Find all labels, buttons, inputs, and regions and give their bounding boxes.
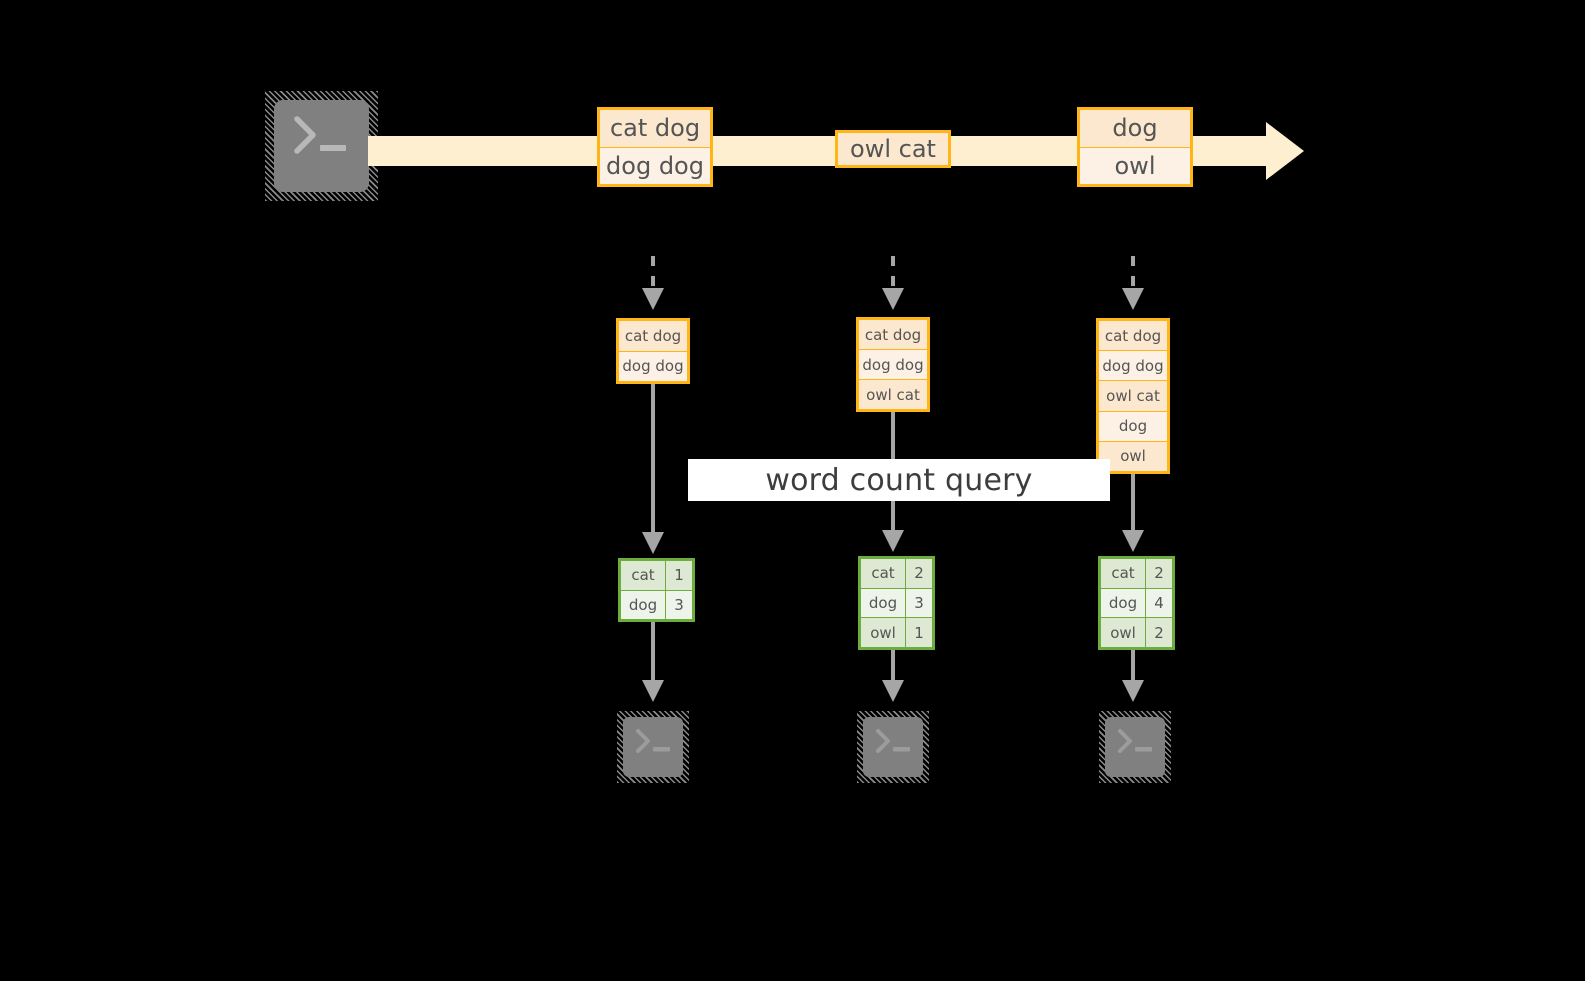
snapshot-2-sink-terminal-icon bbox=[857, 711, 929, 783]
table-row: dog 3 bbox=[621, 590, 692, 619]
result-word: cat bbox=[621, 561, 666, 590]
snapshot-3-accumulated-row: dog bbox=[1099, 411, 1167, 442]
stream-batch-2: owl cat bbox=[835, 130, 951, 168]
stream-batch-1-line-2: dog dog bbox=[600, 147, 710, 184]
result-word: dog bbox=[861, 588, 906, 618]
snapshot-2-accumulated-row: dog dog bbox=[859, 350, 927, 380]
snapshot-3-accumulated-row: owl bbox=[1099, 441, 1167, 472]
snapshot-3-accumulated-table: cat dog dog dog owl cat dog owl bbox=[1096, 318, 1170, 474]
snapshot-2-result-table: cat 2 dog 3 owl 1 bbox=[858, 556, 935, 650]
snapshot-1-tap-arrowhead bbox=[642, 288, 664, 310]
snapshot-2-accumulated-row: owl cat bbox=[859, 380, 927, 409]
stream-batch-1: cat dog dog dog bbox=[597, 107, 713, 187]
table-row: cat 1 bbox=[621, 561, 692, 591]
result-word: owl bbox=[861, 618, 906, 648]
snapshot-3-sink-arrowhead bbox=[1122, 680, 1144, 702]
snapshot-1-accumulated-table: cat dog dog dog bbox=[616, 318, 690, 384]
snapshot-2-accumulated-table: cat dog dog dog owl cat bbox=[856, 317, 930, 412]
snapshot-2-tap-line bbox=[891, 256, 895, 296]
snapshot-3-accumulated-row: dog dog bbox=[1099, 351, 1167, 382]
table-row: owl 1 bbox=[861, 618, 932, 648]
snapshot-3-tap-line bbox=[1131, 256, 1135, 296]
result-word: owl bbox=[1101, 618, 1146, 648]
snapshot-1-sink-line bbox=[651, 622, 655, 684]
query-label-banner: word count query bbox=[688, 459, 1110, 501]
snapshot-3-accumulated-row: cat dog bbox=[1099, 321, 1167, 352]
snapshot-1-accumulated-row: cat dog bbox=[619, 321, 687, 352]
terminal-screen bbox=[1105, 717, 1165, 777]
result-count: 2 bbox=[906, 559, 932, 588]
snapshot-3-sink-line bbox=[1131, 650, 1135, 686]
stream-batch-2-line-1: owl cat bbox=[838, 133, 948, 165]
stream-batch-3-line-1: dog bbox=[1080, 110, 1190, 148]
snapshot-3-query-arrowhead bbox=[1122, 530, 1144, 552]
snapshot-1-tap-line bbox=[651, 256, 655, 296]
table-row: dog 3 bbox=[861, 588, 932, 619]
terminal-screen bbox=[863, 717, 923, 777]
result-word: cat bbox=[861, 559, 906, 588]
result-count: 1 bbox=[666, 561, 692, 590]
table-row: dog 4 bbox=[1101, 588, 1172, 619]
terminal-prompt-glyph bbox=[294, 116, 346, 154]
result-count: 2 bbox=[1146, 559, 1172, 588]
snapshot-3-accumulated-row: owl cat bbox=[1099, 381, 1167, 412]
snapshot-1-query-line bbox=[651, 384, 655, 536]
snapshot-3-query-line bbox=[1131, 474, 1135, 534]
query-label-text: word count query bbox=[765, 462, 1033, 498]
snapshot-2-tap-arrowhead bbox=[882, 288, 904, 310]
stream-batch-1-line-1: cat dog bbox=[600, 110, 710, 148]
snapshot-1-sink-arrowhead bbox=[642, 680, 664, 702]
terminal-screen bbox=[623, 717, 683, 777]
stream-batch-3-line-2: owl bbox=[1080, 147, 1190, 184]
table-row: owl 2 bbox=[1101, 618, 1172, 648]
result-count: 1 bbox=[906, 618, 932, 648]
result-count: 4 bbox=[1146, 588, 1172, 618]
terminal-prompt-glyph bbox=[1118, 729, 1152, 753]
result-word: dog bbox=[1101, 588, 1146, 618]
snapshot-3-tap-arrowhead bbox=[1122, 288, 1144, 310]
result-count: 3 bbox=[906, 588, 932, 618]
stream-batch-3: dog owl bbox=[1077, 107, 1193, 187]
snapshot-2-sink-arrowhead bbox=[882, 680, 904, 702]
result-count: 3 bbox=[666, 590, 692, 619]
snapshot-1-result-table: cat 1 dog 3 bbox=[618, 558, 695, 622]
terminal-prompt-glyph bbox=[636, 729, 670, 753]
table-row: cat 2 bbox=[1101, 559, 1172, 589]
snapshot-3-result-table: cat 2 dog 4 owl 2 bbox=[1098, 556, 1175, 650]
result-word: dog bbox=[621, 590, 666, 619]
snapshot-1-accumulated-row: dog dog bbox=[619, 351, 687, 381]
result-count: 2 bbox=[1146, 618, 1172, 648]
result-word: cat bbox=[1101, 559, 1146, 588]
snapshot-2-query-arrowhead bbox=[882, 530, 904, 552]
table-row: cat 2 bbox=[861, 559, 932, 589]
snapshot-1-query-arrowhead bbox=[642, 532, 664, 554]
snapshot-2-accumulated-row: cat dog bbox=[859, 320, 927, 350]
snapshot-3-sink-terminal-icon bbox=[1099, 711, 1171, 783]
snapshot-1-sink-terminal-icon bbox=[617, 711, 689, 783]
source-terminal-icon bbox=[265, 91, 378, 201]
stream-arrow-tip bbox=[1266, 122, 1304, 180]
terminal-prompt-glyph bbox=[876, 729, 910, 753]
snapshot-2-sink-line bbox=[891, 650, 895, 686]
